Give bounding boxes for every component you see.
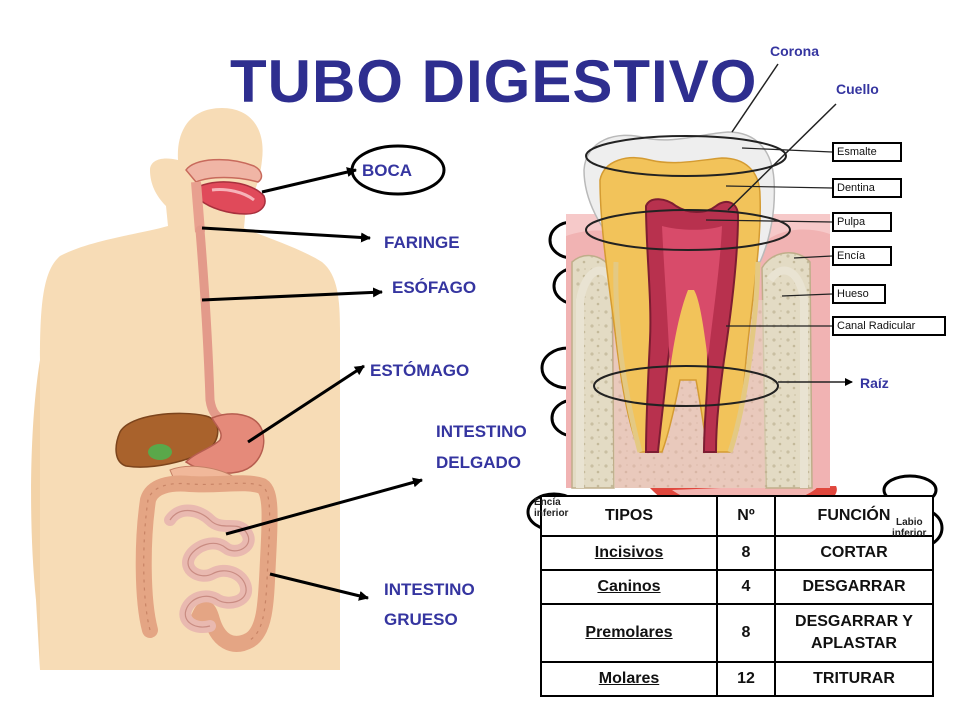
label-esofago: ESÓFAGO <box>392 278 477 297</box>
header-funcion: FUNCIÓN <box>774 495 934 537</box>
cell-funcion: TRITURAR <box>774 661 934 697</box>
cell-funcion: DESGARRAR Y APLASTAR <box>774 603 934 663</box>
arrow-faringe <box>201 226 371 243</box>
cell-funcion: CORTAR <box>774 535 934 571</box>
head-cavity <box>185 158 266 233</box>
header-numero: Nº <box>716 495 776 537</box>
label-labio-inferior-line2: inferior <box>892 528 927 539</box>
label-boca: BOCA <box>362 161 413 180</box>
label-estomago: ESTÓMAGO <box>370 361 470 380</box>
table-row: Molares 12 TRITURAR <box>540 661 934 697</box>
label-intestino-delgado-line1: INTESTINO <box>436 422 527 441</box>
cuello-oval <box>585 209 791 251</box>
box-pulpa: Pulpa <box>832 212 892 232</box>
label-intestino-delgado-line2: DELGADO <box>436 453 521 472</box>
cell-tipo: Premolares <box>540 603 718 663</box>
header-tipos: TIPOS <box>540 495 718 537</box>
cell-tipo: Caninos <box>540 569 718 605</box>
page-title: TUBO DIGESTIVO <box>230 48 758 115</box>
digestive-tract <box>115 225 278 652</box>
small-intestine <box>164 504 255 633</box>
arrow-esofago <box>201 287 383 302</box>
arrow-boca <box>261 167 357 194</box>
arrow-estomago <box>247 364 365 444</box>
table-row: Premolares 8 DESGARRAR Y APLASTAR <box>540 603 934 663</box>
box-dentina: Dentina <box>832 178 902 198</box>
cell-numero: 12 <box>716 661 776 697</box>
label-intestino-grueso-line2: GRUESO <box>384 610 458 629</box>
cell-funcion: DESGARRAR <box>774 569 934 605</box>
box-hueso: Hueso <box>832 284 886 304</box>
label-encia-inferior-line1: Encía <box>534 497 561 508</box>
cell-tipo: Incisivos <box>540 535 718 571</box>
label-labio-inferior-line1: Labio <box>896 517 923 528</box>
corona-oval <box>585 135 787 177</box>
teeth-table: TIPOS Nº FUNCIÓN Incisivos 8 CORTAR Cani… <box>540 495 934 697</box>
table-row: Caninos 4 DESGARRAR <box>540 569 934 605</box>
organ-arrows <box>201 167 423 601</box>
cell-numero: 8 <box>716 535 776 571</box>
cell-numero: 8 <box>716 603 776 663</box>
arrow-intestino-grueso <box>269 572 369 601</box>
table-header-row: TIPOS Nº FUNCIÓN <box>540 495 934 537</box>
label-raiz: Raíz <box>860 375 889 391</box>
cell-numero: 4 <box>716 569 776 605</box>
label-encia-inferior-line2: inferior <box>534 508 569 519</box>
box-encia: Encía <box>832 246 892 266</box>
box-esmalte: Esmalte <box>832 142 902 162</box>
human-body-figure <box>31 108 340 670</box>
table-row: Incisivos 8 CORTAR <box>540 535 934 571</box>
raiz-oval <box>593 365 779 407</box>
boca-highlight-oval <box>350 144 446 196</box>
tooth-diagram <box>566 63 853 489</box>
label-cuello: Cuello <box>836 81 879 97</box>
arrow-intestino-delgado <box>225 477 423 536</box>
label-intestino-grueso-line1: INTESTINO <box>384 580 475 599</box>
box-canal-radicular: Canal Radicular <box>832 316 946 336</box>
label-corona: Corona <box>770 43 819 59</box>
cell-tipo: Molares <box>540 661 718 697</box>
label-faringe: FARINGE <box>384 233 460 252</box>
